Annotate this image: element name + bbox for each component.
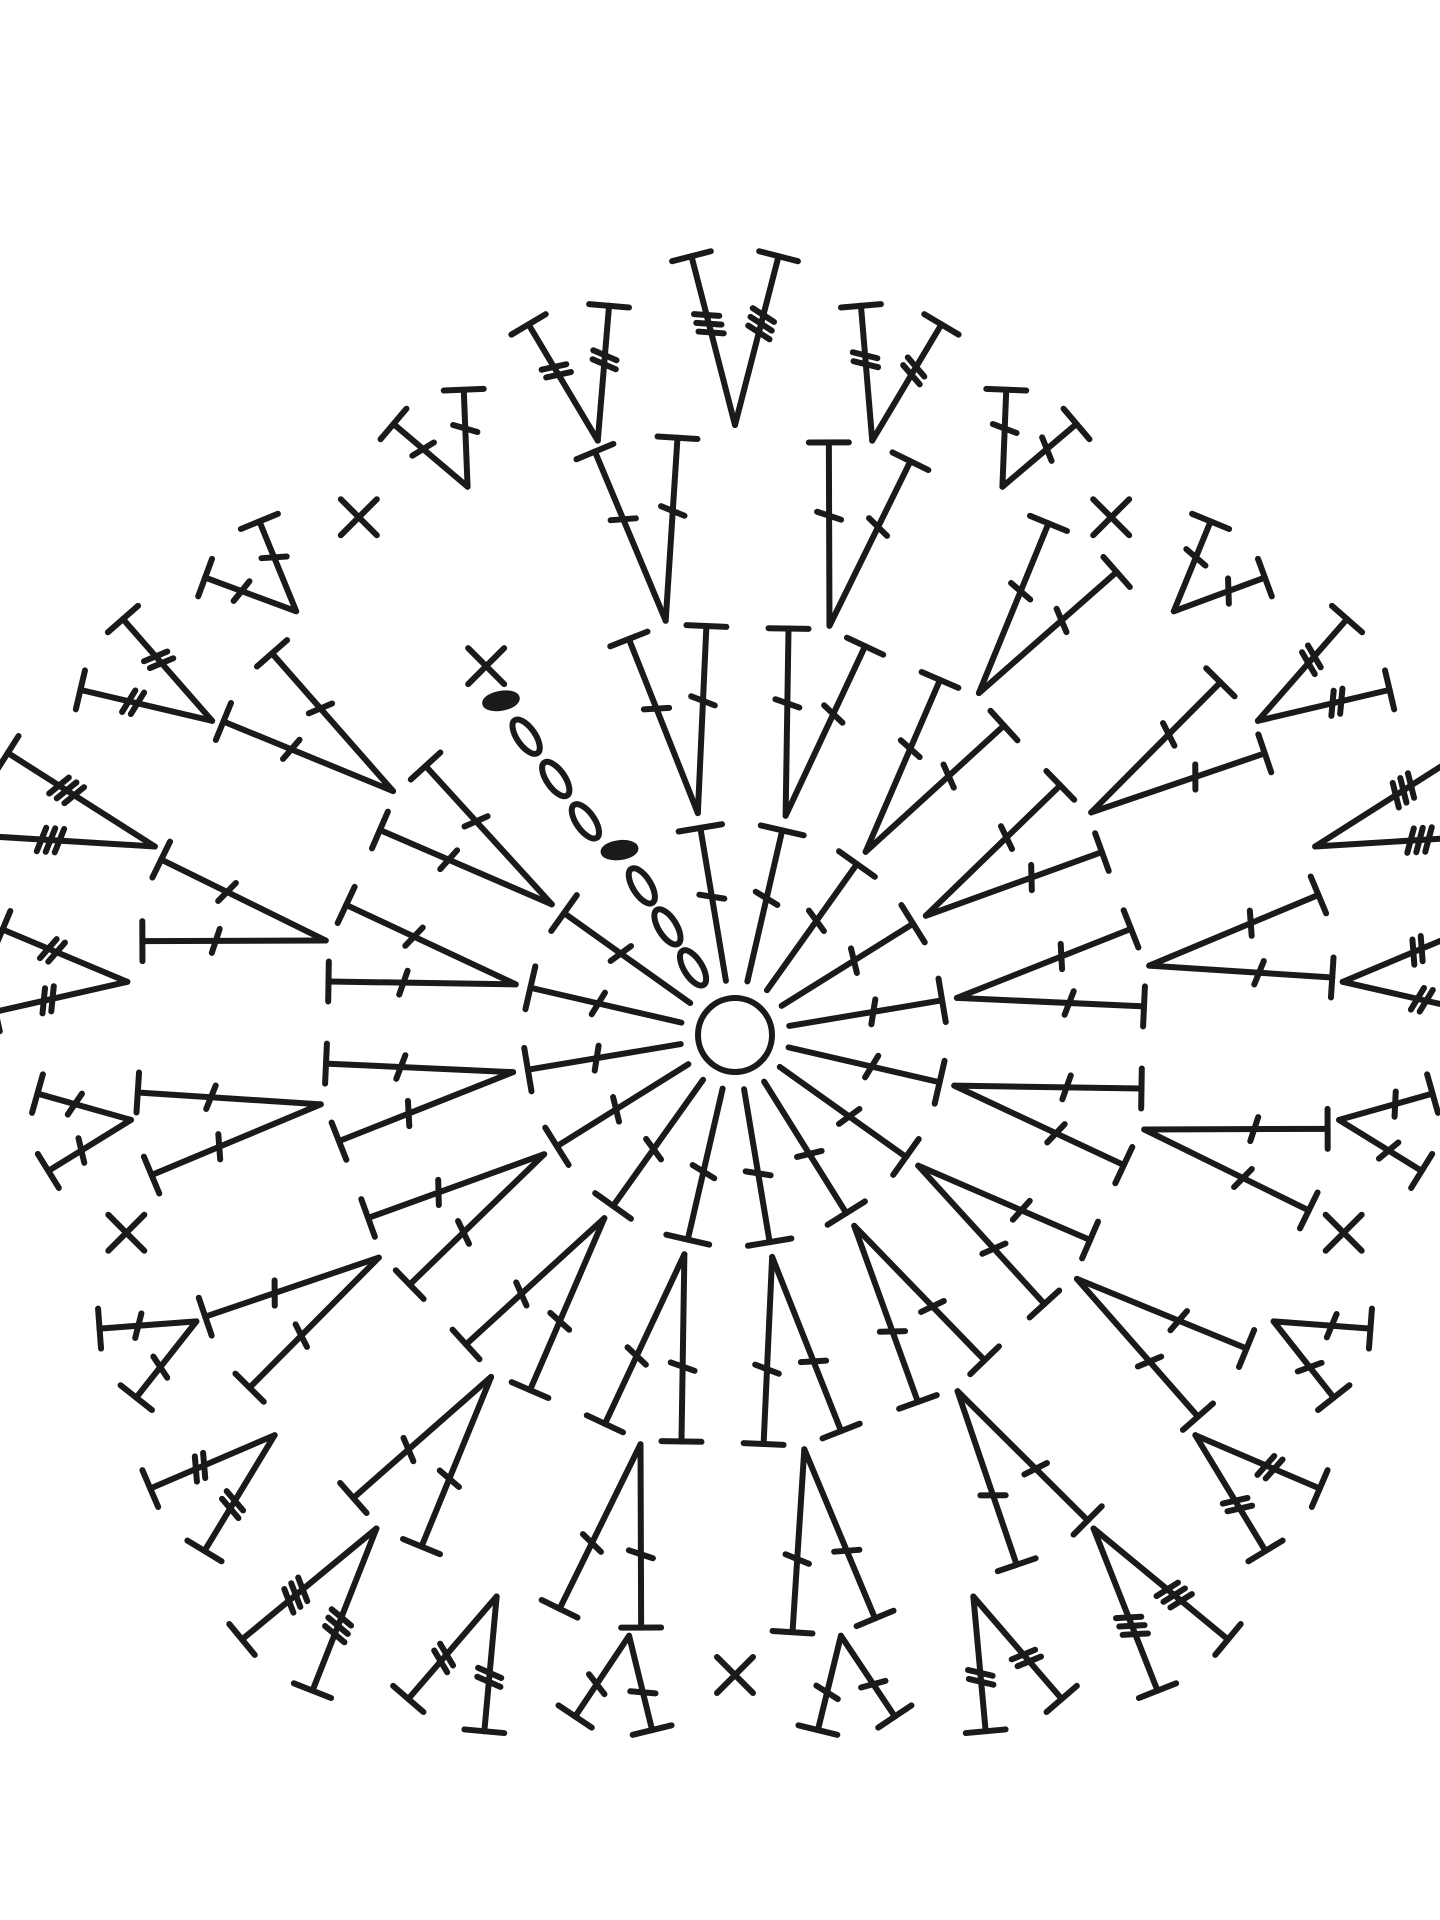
double-crochet-icon xyxy=(786,975,949,1029)
chain-icon xyxy=(482,690,603,842)
double-crochet-icon xyxy=(212,637,397,795)
double-crochet-icon xyxy=(744,822,807,985)
magic-ring-icon xyxy=(695,995,775,1075)
double-crochet-icon xyxy=(521,1041,684,1095)
double-treble-crochet-icon xyxy=(669,248,801,428)
double-crochet-icon xyxy=(548,892,694,1007)
double-crochet-icon xyxy=(449,1215,608,1402)
double-crochet-icon xyxy=(1336,1071,1440,1191)
double-crochet-icon xyxy=(761,1078,868,1228)
double-crochet-icon xyxy=(1088,665,1275,816)
petal-4 xyxy=(95,1305,675,1738)
double-crochet-icon xyxy=(522,963,685,1026)
double-crochet-icon xyxy=(377,385,487,490)
treble-crochet-icon xyxy=(1254,602,1398,724)
double-crochet-icon xyxy=(542,1061,692,1168)
double-crochet-icon xyxy=(953,907,1148,1030)
double-crochet-icon xyxy=(675,821,729,984)
single-crochet-icon xyxy=(714,1654,756,1696)
double-crochet-icon xyxy=(1170,510,1275,615)
double-treble-crochet-icon xyxy=(1312,763,1440,856)
double-crochet-icon xyxy=(368,749,555,908)
double-crochet-icon xyxy=(769,1446,897,1637)
double-treble-crochet-icon xyxy=(1090,1525,1244,1701)
double-treble-crochet-icon xyxy=(0,733,158,856)
double-crochet-icon xyxy=(555,1632,675,1738)
treble-crochet-icon xyxy=(0,908,131,1035)
double-crochet-icon xyxy=(325,883,519,1005)
double-crochet-icon xyxy=(133,1069,324,1197)
single-crochet-icon xyxy=(1322,1211,1365,1254)
double-crochet-icon xyxy=(1073,1275,1258,1433)
round-4-petals xyxy=(0,248,1440,1738)
treble-crochet-icon xyxy=(390,1593,508,1737)
treble-crochet-icon xyxy=(72,602,216,724)
double-crochet-icon xyxy=(778,902,928,1009)
double-crochet-icon xyxy=(322,1040,517,1163)
double-crochet-icon xyxy=(592,1076,707,1222)
petal-1 xyxy=(377,248,1093,490)
double-crochet-icon xyxy=(95,1305,200,1414)
double-crochet-icon xyxy=(805,439,932,629)
double-crochet-icon xyxy=(195,510,300,615)
treble-crochet-icon xyxy=(1339,933,1440,1015)
treble-crochet-icon xyxy=(962,1593,1080,1737)
double-crochet-icon xyxy=(573,433,701,624)
double-crochet-icon xyxy=(785,1044,948,1107)
double-crochet-icon xyxy=(983,385,1093,490)
double-crochet-icon xyxy=(1270,1305,1375,1414)
double-crochet-icon xyxy=(951,1065,1145,1187)
double-treble-crochet-icon xyxy=(226,1525,380,1701)
petal-2 xyxy=(1170,510,1440,1191)
double-crochet-icon xyxy=(915,1162,1102,1321)
double-crochet-icon xyxy=(29,1071,134,1191)
double-crochet-icon xyxy=(922,768,1112,919)
round-3 xyxy=(133,433,1337,1637)
single-crochet-icon xyxy=(465,645,508,688)
double-crochet-icon xyxy=(862,668,1021,855)
double-crochet-icon xyxy=(337,1373,495,1558)
treble-crochet-icon xyxy=(139,1432,278,1565)
double-crochet-icon xyxy=(358,1151,548,1302)
double-crochet-icon xyxy=(763,848,878,994)
double-crochet-icon xyxy=(538,1441,665,1631)
single-crochet-icon xyxy=(105,1211,148,1254)
treble-crochet-icon xyxy=(508,301,632,444)
double-crochet-icon xyxy=(765,625,887,819)
double-crochet-icon xyxy=(663,1085,726,1248)
double-crochet-icon xyxy=(740,1253,863,1448)
double-crochet-icon xyxy=(741,1086,795,1249)
double-crochet-icon xyxy=(1146,873,1337,1001)
petal-5 xyxy=(0,510,300,1191)
single-crochet-icon xyxy=(1090,496,1133,539)
double-crochet-icon xyxy=(851,1222,1002,1412)
round-1 xyxy=(521,821,949,1249)
double-crochet-icon xyxy=(954,1388,1105,1575)
treble-crochet-icon xyxy=(838,301,962,444)
petal-3 xyxy=(795,1305,1375,1738)
round-2 xyxy=(322,622,1148,1448)
double-crochet-icon xyxy=(583,1251,705,1445)
double-crochet-icon xyxy=(795,1632,915,1738)
chain-icon xyxy=(600,839,710,989)
double-crochet-icon xyxy=(607,622,730,817)
treble-crochet-icon xyxy=(1192,1432,1331,1565)
single-crochet-icon xyxy=(337,496,380,539)
double-crochet-icon xyxy=(139,838,329,965)
double-crochet-icon xyxy=(1141,1105,1331,1232)
double-crochet-icon xyxy=(195,1254,382,1405)
double-crochet-icon xyxy=(776,1063,922,1178)
double-crochet-icon xyxy=(975,512,1133,697)
